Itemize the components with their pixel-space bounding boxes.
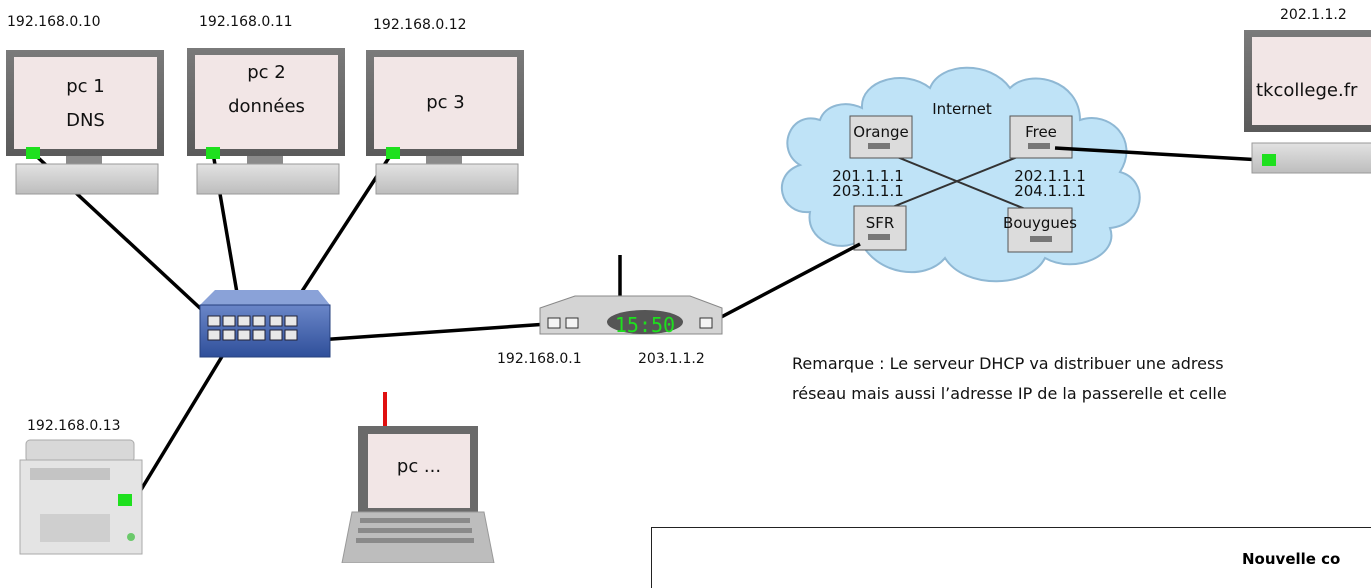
- pc3-screen: pc 3: [374, 86, 517, 120]
- pc2-role: données: [228, 96, 305, 117]
- network-switch: [199, 290, 331, 358]
- pc1-screen: pc 1 DNS: [14, 70, 157, 138]
- laptop-label: pc ...: [396, 456, 442, 477]
- isp-free-box: [1009, 115, 1073, 159]
- server-computer: [1244, 30, 1371, 174]
- router: 15:50: [539, 295, 723, 337]
- pc2-ip: 192.168.0.11: [199, 14, 293, 30]
- router-lan-ip: 192.168.0.1: [497, 351, 582, 367]
- pc3-label: pc 3: [426, 92, 465, 113]
- remark-line-1: Remarque : Le serveur DHCP va distribuer…: [792, 354, 1224, 373]
- pc1-computer: [6, 50, 164, 195]
- pc3-port: [386, 147, 400, 159]
- cable-switch-router: [317, 322, 549, 342]
- cable-router-sfr: [707, 242, 861, 326]
- internet-cloud: [781, 66, 1141, 283]
- router-wan-ip: 203.1.1.2: [638, 351, 705, 367]
- isp-orange-box: [849, 115, 913, 159]
- server-label: tkcollege.fr: [1256, 80, 1358, 101]
- isp-orange-ip-1: 201.1.1.1: [832, 167, 904, 185]
- isp-bouygues-label: Bouygues: [1003, 214, 1077, 232]
- laptop-screen: pc ...: [368, 450, 470, 484]
- isp-bouygues-box: [1007, 207, 1073, 253]
- laptop: [341, 426, 495, 563]
- cable-printer-switch: [131, 339, 234, 504]
- pc2-port: [206, 147, 220, 159]
- pc1-label: pc 1: [66, 76, 105, 97]
- isp-free-label: Free: [1025, 123, 1057, 141]
- pc3-ip: 192.168.0.12: [373, 17, 467, 33]
- network-diagram: 15:50 Internet Orange Free SFR Bo: [6, 7, 1371, 588]
- new-config-title: Nouvelle co: [1242, 550, 1341, 568]
- server-screen: tkcollege.fr: [1252, 74, 1371, 108]
- internet-label: Internet: [932, 100, 992, 118]
- isp-orange-label: Orange: [853, 123, 908, 141]
- pc3-computer: [366, 50, 524, 195]
- router-clock: 15:50: [615, 313, 675, 337]
- remark-line-2: réseau mais aussi l’adresse IP de la pas…: [792, 384, 1227, 403]
- server-port: [1262, 154, 1276, 166]
- printer-ip: 192.168.0.13: [27, 418, 121, 434]
- pc1-ip: 192.168.0.10: [7, 14, 101, 30]
- isp-orange-ip-2: 203.1.1.1: [832, 182, 904, 200]
- pc2-computer: [187, 48, 345, 195]
- pc2-screen: pc 2 données: [195, 56, 338, 124]
- pc2-label: pc 2: [247, 62, 286, 83]
- new-config-box: Nouvelle co: [651, 527, 1371, 588]
- cable-free-server: [1054, 146, 1263, 162]
- server-ip: 202.1.1.2: [1280, 7, 1347, 23]
- pc1-port: [26, 147, 40, 159]
- isp-sfr-label: SFR: [866, 214, 895, 232]
- isp-sfr-box: [853, 205, 907, 251]
- printer-port: [118, 494, 132, 506]
- isp-free-ip-1: 202.1.1.1: [1014, 167, 1086, 185]
- pc1-role: DNS: [66, 110, 105, 131]
- printer: [19, 439, 143, 555]
- isp-free-ip-2: 204.1.1.1: [1014, 182, 1086, 200]
